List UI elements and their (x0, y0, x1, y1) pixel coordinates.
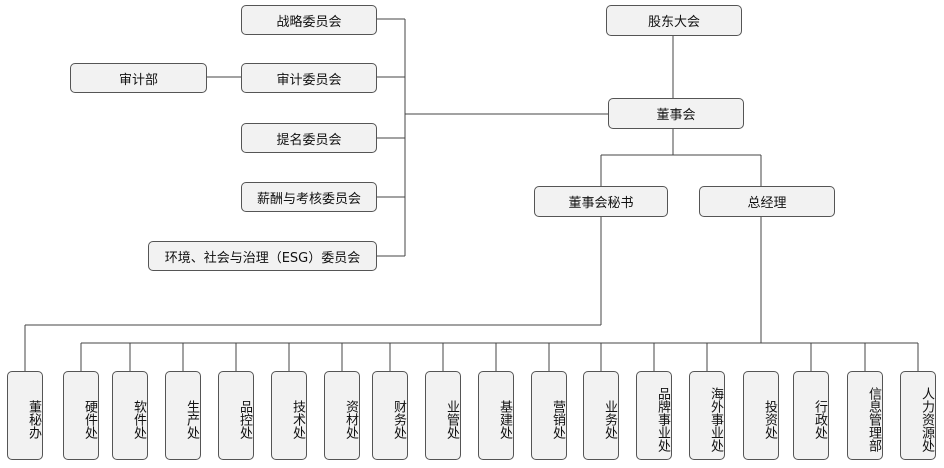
dept-box: 品控处 (218, 371, 254, 460)
dept-box: 行政处 (793, 371, 829, 460)
strategy-committee-box: 战略委员会 (241, 5, 377, 35)
nomination-committee-box: 提名委员会 (241, 123, 377, 153)
dept-box: 业务处 (583, 371, 619, 460)
dept-box: 投资处 (743, 371, 779, 460)
dept-box: 硬件处 (63, 371, 99, 460)
dept-box: 海外事业处 (689, 371, 725, 460)
dept-box: 资材处 (324, 371, 360, 460)
compensation-committee-box: 薪酬与考核委员会 (241, 182, 377, 212)
dept-box: 财务处 (372, 371, 408, 460)
dept-box: 基建处 (478, 371, 514, 460)
board-of-directors-box: 董事会 (608, 98, 744, 129)
audit-dept-box: 审计部 (70, 63, 207, 93)
dept-box: 业管处 (425, 371, 461, 460)
dept-box: 董秘办 (7, 371, 43, 460)
dept-box: 软件处 (112, 371, 148, 460)
dept-box: 营销处 (531, 371, 567, 460)
esg-committee-box: 环境、社会与治理（ESG）委员会 (148, 241, 377, 271)
board-secretary-box: 董事会秘书 (534, 186, 668, 217)
dept-box: 人力资源处 (900, 371, 936, 460)
general-manager-box: 总经理 (699, 186, 835, 217)
dept-box: 技术处 (271, 371, 307, 460)
dept-box: 信息管理部 (847, 371, 883, 460)
shareholders-meeting-box: 股东大会 (606, 5, 742, 36)
dept-box: 生产处 (165, 371, 201, 460)
audit-committee-box: 审计委员会 (241, 63, 377, 93)
dept-box: 品牌事业处 (636, 371, 672, 460)
